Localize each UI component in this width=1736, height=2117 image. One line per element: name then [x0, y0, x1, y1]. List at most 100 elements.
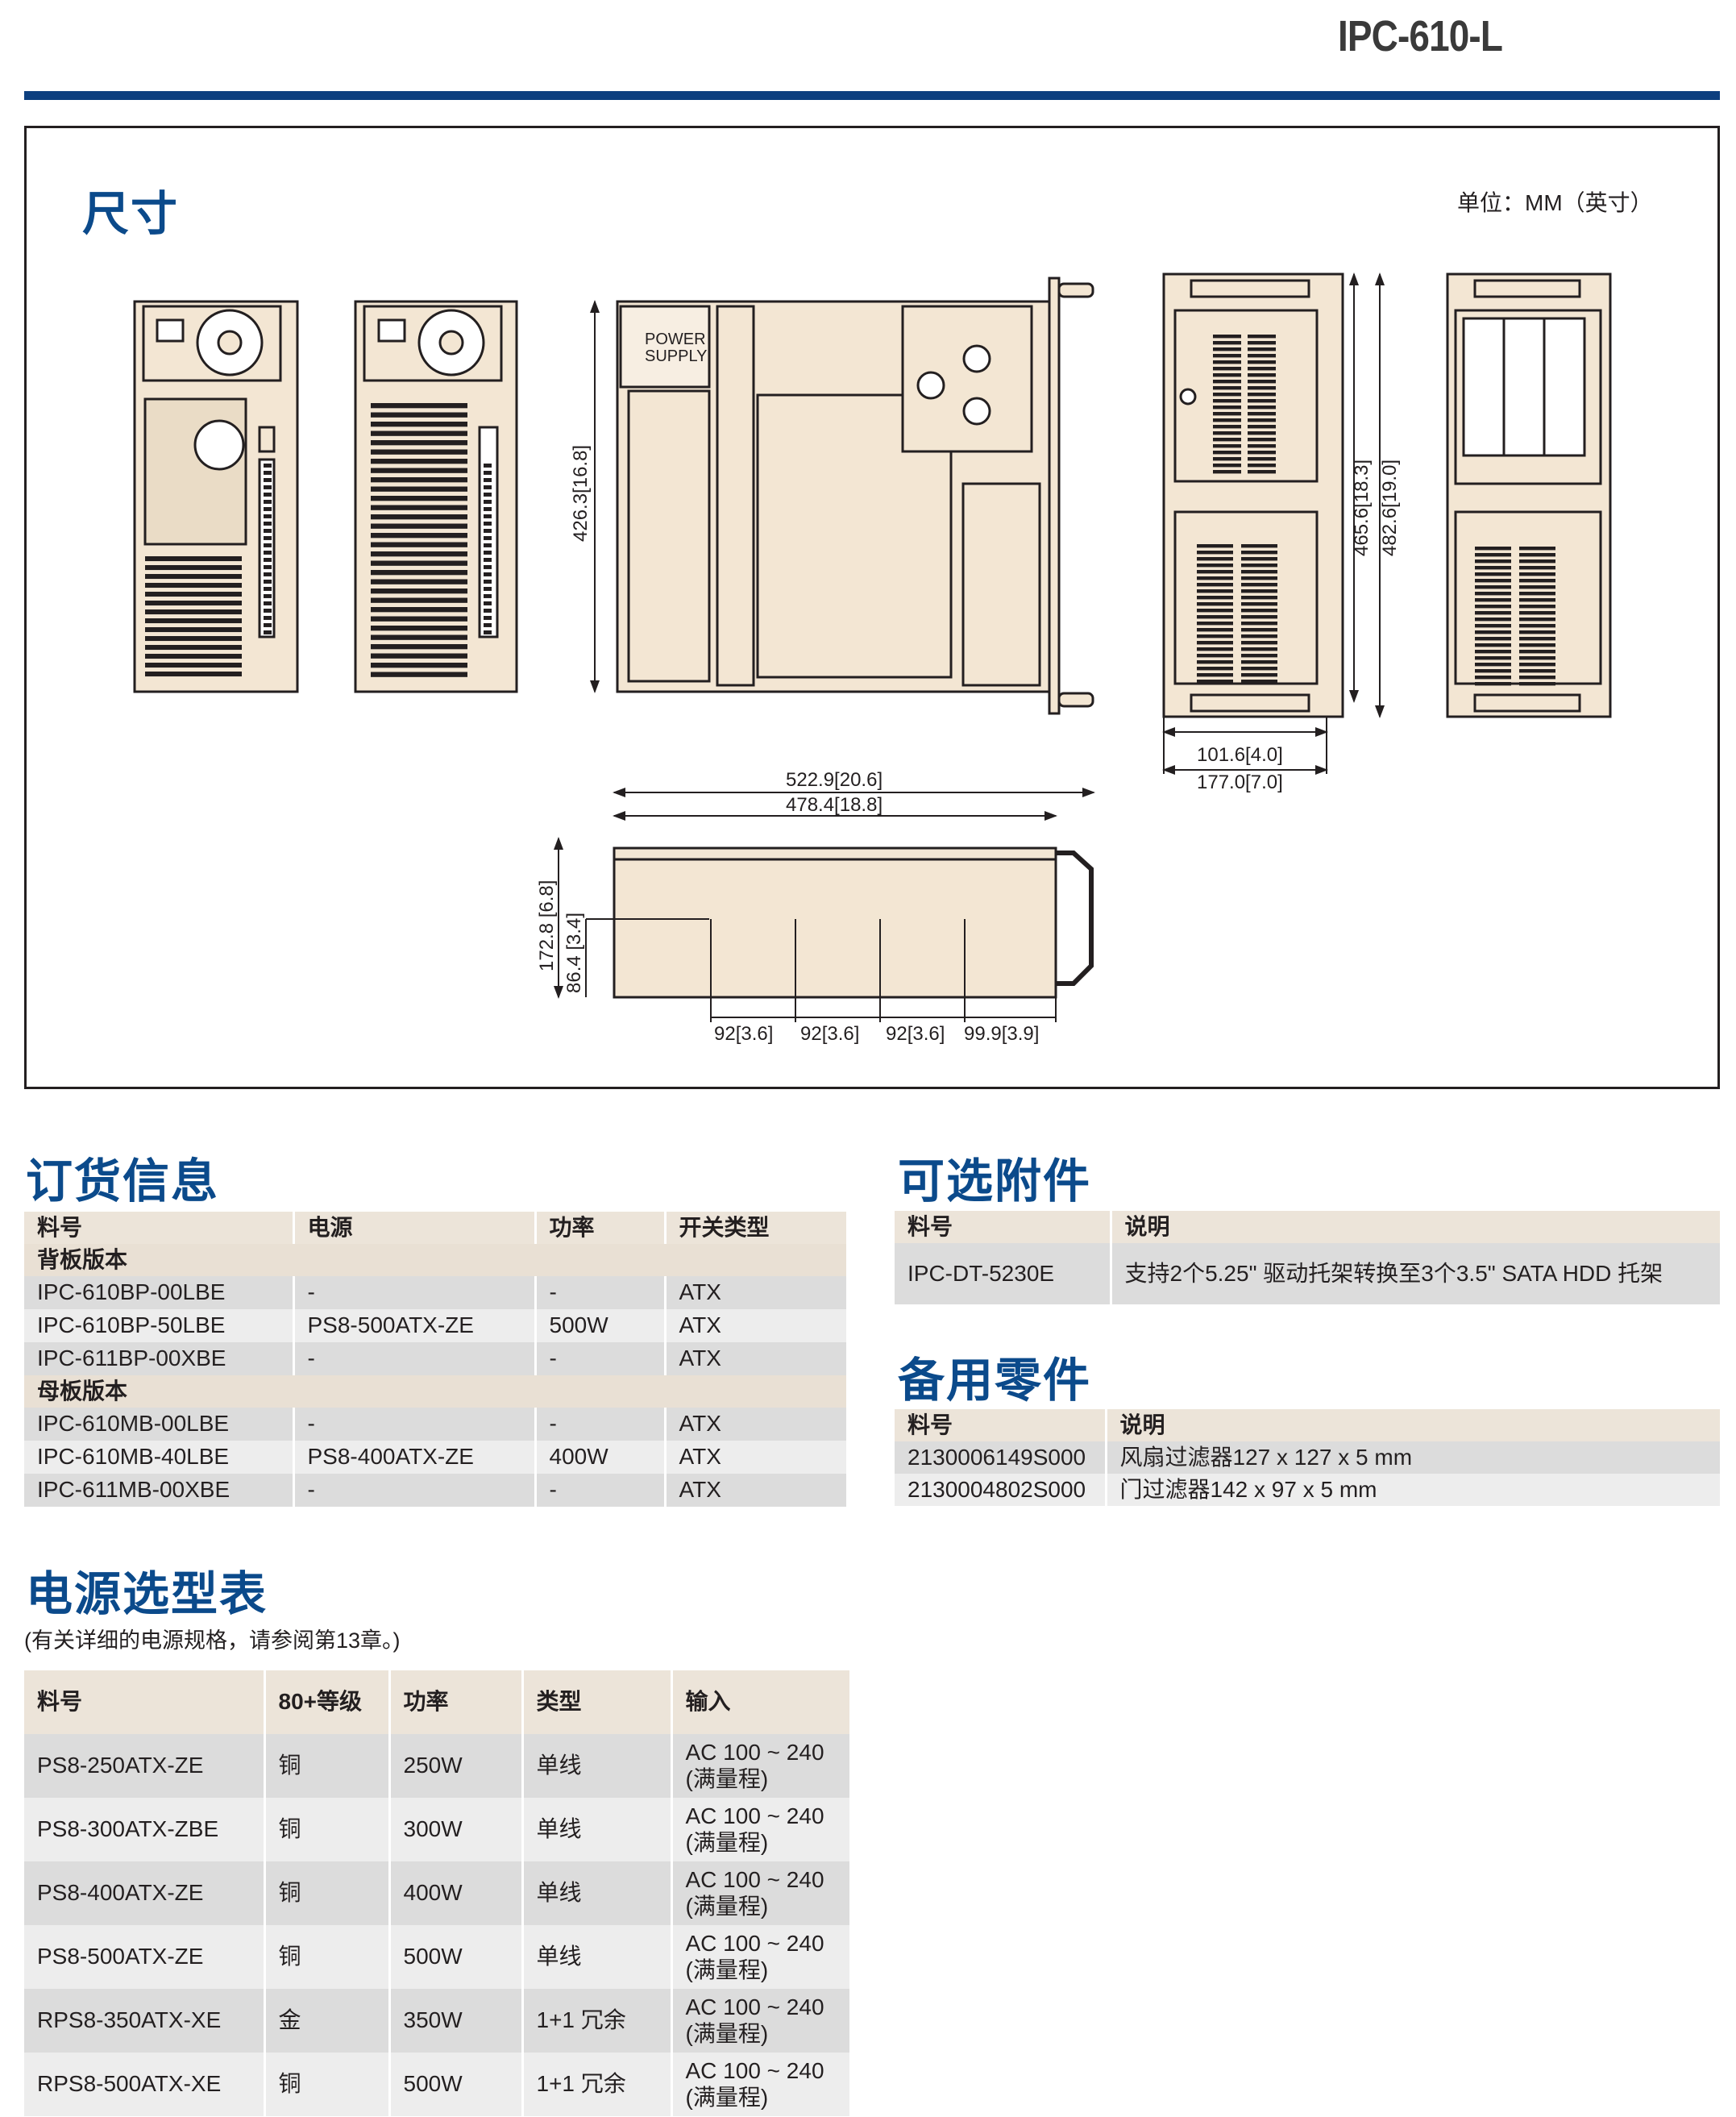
- vent-slot: [371, 560, 467, 566]
- table-row: IPC-610MB-00LBE--ATX: [24, 1408, 846, 1441]
- vent-slot: [1197, 596, 1233, 600]
- unit-label: 单位：MM（英寸）: [1457, 190, 1653, 215]
- table-cell: 电源: [293, 1212, 537, 1244]
- table-cell: IPC-DT-5230E: [895, 1243, 1112, 1304]
- vent-slot: [1197, 602, 1233, 606]
- vent-slot: [264, 529, 272, 533]
- table-cell: PS8-250ATX-ZE: [24, 1734, 266, 1798]
- vent-slot: [1213, 470, 1241, 474]
- vent-slot: [1197, 564, 1233, 568]
- vent-slot: [145, 627, 242, 633]
- vent-slot: [1519, 637, 1555, 641]
- vent-slot: [1519, 559, 1555, 564]
- table-cell: ATX: [665, 1309, 846, 1342]
- vent-slot: [1519, 585, 1555, 589]
- vent-slot: [1519, 669, 1555, 673]
- table-header-row: 料号说明: [895, 1409, 1720, 1441]
- dim-len-body: 478.4[18.8]: [786, 794, 883, 816]
- table-row: IPC-610BP-00LBE--ATX: [24, 1276, 846, 1309]
- vent-slot: [1475, 579, 1511, 583]
- vent-slot: [1475, 611, 1511, 615]
- vent-slot: [371, 533, 467, 539]
- vent-slot: [371, 514, 467, 520]
- vent-slot: [1248, 431, 1276, 435]
- vent-slot: [145, 654, 242, 659]
- vent-slot: [371, 570, 467, 576]
- vent-slot: [1241, 589, 1277, 593]
- vent-slot: [145, 663, 242, 668]
- vent-slot: [1248, 438, 1276, 442]
- table-cell: 单线: [522, 1798, 673, 1861]
- dim-h-side: 172.8 [6.8]: [536, 880, 558, 971]
- table-row: IPC-611BP-00XBE--ATX: [24, 1342, 846, 1375]
- dim-height-front: 465.6[18.3]: [1351, 460, 1373, 556]
- vent-slot: [145, 565, 242, 571]
- vent-slot: [484, 594, 492, 598]
- vent-slot: [371, 412, 467, 418]
- dimensions-frame: [24, 126, 1720, 1089]
- table-cell: 铜: [264, 1734, 391, 1798]
- vent-slot: [371, 422, 467, 427]
- vent-slot: [1519, 676, 1555, 680]
- vent-slot: [264, 587, 272, 591]
- table-cell: PS8-300ATX-ZBE: [24, 1798, 266, 1861]
- vent-slot: [1475, 669, 1511, 673]
- vent-slot: [1475, 650, 1511, 654]
- vent-slot: [1197, 680, 1233, 684]
- vent-slot: [1475, 676, 1511, 680]
- vent-slot: [1248, 393, 1276, 397]
- table-cell: 说明: [1106, 1409, 1720, 1441]
- table-cell: 料号: [24, 1212, 295, 1244]
- vent-slot: [1213, 386, 1241, 390]
- table-cell: -: [535, 1408, 667, 1441]
- vent-slot: [1197, 628, 1233, 632]
- vent-slot: [1213, 393, 1241, 397]
- vent-slot: [1241, 628, 1277, 632]
- table-cell: 400W: [389, 1861, 524, 1925]
- vent-slot: [1248, 399, 1276, 403]
- vent-slot: [371, 403, 467, 409]
- vent-slot: [1248, 444, 1276, 448]
- psu-heading: 电源选型表: [26, 1568, 268, 1620]
- vent-slot: [1213, 464, 1241, 468]
- table-header-row: 料号电源功率开关类型: [24, 1212, 846, 1244]
- vent-slot: [1213, 341, 1241, 345]
- table-cell: 500W: [389, 2053, 524, 2116]
- vent-slot: [1519, 682, 1555, 686]
- table-cell: PS8-500ATX-ZE: [24, 1925, 266, 1989]
- vent-slot: [1475, 566, 1511, 570]
- vent-slot: [264, 478, 272, 482]
- vent-slot: [1519, 650, 1555, 654]
- table-cell: 功率: [389, 1670, 524, 1734]
- table-cell: IPC-610BP-50LBE: [24, 1309, 295, 1342]
- vent-slot: [371, 589, 467, 594]
- vent-slot: [145, 645, 242, 651]
- vent-slot: [1197, 589, 1233, 593]
- group-row: 背板版本: [24, 1244, 846, 1276]
- vent-slot: [264, 485, 272, 489]
- vent-slot: [1213, 380, 1241, 384]
- vent-slot: [371, 523, 467, 529]
- vent-slot: [1197, 667, 1233, 671]
- vent-slot: [1248, 367, 1276, 371]
- table-cell: 料号: [895, 1409, 1107, 1441]
- vent-slot: [1248, 406, 1276, 410]
- vent-slot: [264, 536, 272, 540]
- table-cell: 2130004802S000: [895, 1474, 1107, 1506]
- vent-slot: [484, 522, 492, 526]
- vent-slot: [264, 514, 272, 518]
- vent-slot: [1197, 634, 1233, 638]
- vent-slot: [1213, 360, 1241, 364]
- vent-slot: [371, 597, 467, 603]
- vent-slot: [1519, 605, 1555, 609]
- table-cell: ATX: [665, 1474, 846, 1507]
- dim-spacing-2: 92[3.6]: [800, 1023, 859, 1045]
- table-cell: 500W: [535, 1309, 667, 1342]
- vent-slot: [1213, 418, 1241, 422]
- table-cell: -: [293, 1474, 537, 1507]
- vent-slot: [484, 623, 492, 627]
- vent-slot: [145, 672, 242, 677]
